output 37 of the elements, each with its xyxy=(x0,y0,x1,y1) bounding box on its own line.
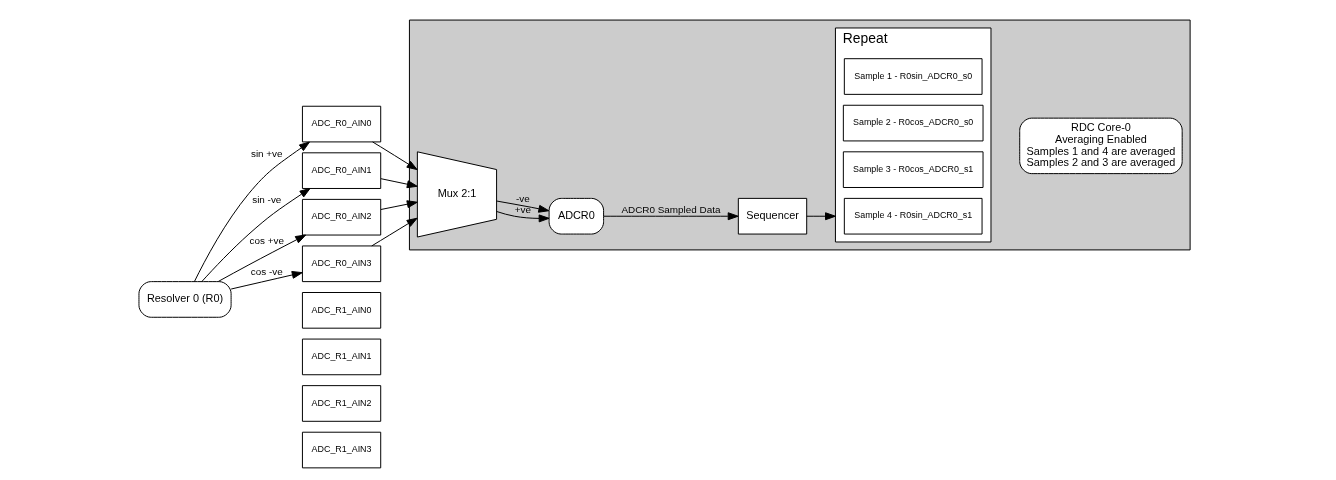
edge-label: cos +ve xyxy=(249,234,284,246)
edge-label: sin -ve xyxy=(251,194,281,206)
node-box: Sequencer xyxy=(737,197,807,235)
arrow xyxy=(805,212,836,221)
node-box: ADC_R1_AIN2 xyxy=(301,385,381,422)
node-box: ADC_R0_AIN2 xyxy=(301,198,381,236)
arrow xyxy=(193,141,310,282)
arrow xyxy=(217,234,306,282)
node-box: ADCR0 xyxy=(548,197,604,235)
arrow xyxy=(200,188,310,282)
edge-label: ADCR0 Sampled Data xyxy=(620,204,720,216)
node-box: Resolver 0 (R0) xyxy=(137,281,232,318)
arrow xyxy=(602,212,739,221)
arrow xyxy=(379,200,418,210)
arrow xyxy=(230,271,303,290)
cluster xyxy=(408,19,1191,251)
arrow xyxy=(371,141,417,171)
node-box: RDC Core-0 Averaging Enabled Samples 1 and 4 are averaged Samples 2 and 3 are averaged xyxy=(1018,117,1183,175)
node-box: Sample 3 - R0cos_ADCR0_s1 xyxy=(842,151,984,188)
node-box: Mux 2:1 xyxy=(416,151,497,238)
arrow xyxy=(379,178,418,189)
edge-label: cos -ve xyxy=(250,265,283,277)
arrow xyxy=(495,200,549,213)
edge-label: +ve xyxy=(514,204,531,216)
arrow xyxy=(495,211,550,223)
edge-label: -ve xyxy=(515,193,530,205)
node-box: ADC_R1_AIN0 xyxy=(301,292,381,329)
node-box: Sample 1 - R0sin_ADCR0_s0 xyxy=(843,58,983,95)
node-box: ADC_R0_AIN3 xyxy=(301,245,381,283)
node-box: Sample 2 - R0cos_ADCR0_s0 xyxy=(842,104,984,142)
arrow xyxy=(370,217,418,247)
node-box: Sample 4 - R0sin_ADCR0_s1 xyxy=(843,197,983,235)
node-box: ADC_R1_AIN3 xyxy=(301,431,381,469)
node-box: ADC_R0_AIN1 xyxy=(301,152,381,189)
edge-label: sin +ve xyxy=(250,147,283,159)
node-box: ADC_R1_AIN1 xyxy=(301,338,381,376)
node-box: ADC_R0_AIN0 xyxy=(301,105,381,143)
